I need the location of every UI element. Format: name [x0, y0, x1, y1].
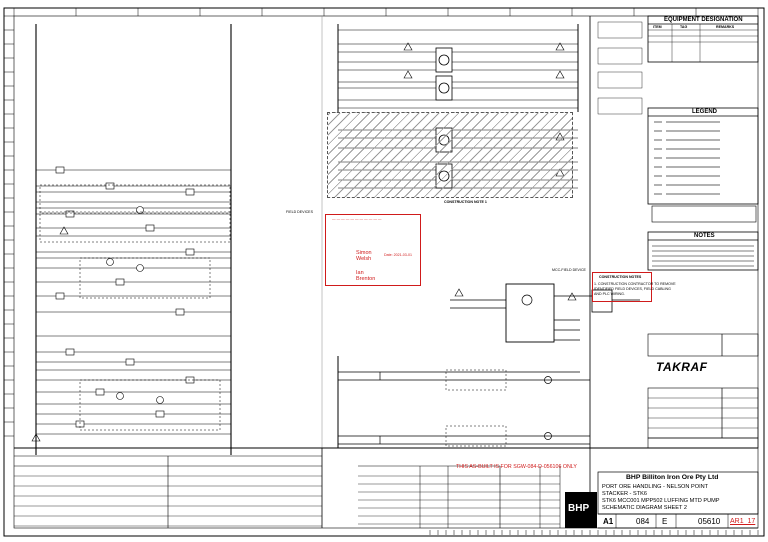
contact-symbol	[185, 248, 195, 256]
warning-triangle	[403, 70, 413, 79]
coil-symbol	[136, 264, 144, 272]
contact-symbol	[105, 182, 115, 190]
contact-symbol	[155, 410, 165, 418]
revision-rows	[14, 475, 322, 527]
coil-symbol	[136, 206, 144, 214]
contact-symbol	[185, 188, 195, 196]
bottom-ruler-ticks	[429, 530, 759, 535]
contact-symbol	[65, 348, 75, 356]
device-note	[597, 71, 643, 89]
warning-triangle	[403, 42, 413, 51]
stamp-name-2: Ian Brenton	[356, 270, 376, 282]
equipment-designation-title: EQUIPMENT DESIGNATION	[664, 17, 743, 23]
left-rungs	[36, 169, 231, 435]
contact-symbol	[65, 210, 75, 218]
contact-symbol	[55, 292, 65, 300]
as-built-notice: THIS AS-BUILT IS FOR SGW-084-D-056106 ON…	[456, 464, 577, 470]
legend-title: LEGEND	[692, 109, 718, 115]
stamp-date: Date: 2021-03-01	[384, 253, 412, 257]
contact-symbol	[125, 358, 135, 366]
drawing-number: 05610	[698, 517, 721, 526]
construction-note-label: CONSTRUCTION NOTE 1	[444, 200, 487, 204]
construction-notes-box: CONSTRUCTION NOTES 1. CONSTRUCTION CONTR…	[592, 272, 676, 302]
construction-hatched-area	[327, 112, 573, 198]
motor-symbol	[438, 82, 450, 94]
signature-rows	[358, 475, 560, 525]
construction-notes-line-2: IDENTIFIED FIELD DEVICES, FIELD CABLING	[594, 287, 671, 291]
company-name: BHP Billiton Iron Ore Pty Ltd	[626, 474, 719, 481]
mcc-field-label: MCC-FIELD DEVICE	[552, 268, 586, 272]
company-line-4: SCHEMATIC DIAGRAM SHEET 2	[602, 505, 687, 511]
coil-symbol	[116, 392, 124, 400]
contact-symbol	[175, 308, 185, 316]
construction-notes-line-1: 1. CONSTRUCTION CONTRACTOR TO REMOVE	[594, 282, 676, 286]
device-note	[597, 47, 643, 65]
stamp-header: — — — — — — — — — — —	[332, 217, 382, 221]
contact-symbol	[115, 278, 125, 286]
device-note	[597, 21, 643, 39]
field-devices-label: FIELD DEVICES	[286, 210, 313, 214]
device-list	[597, 21, 643, 115]
coil-symbol	[106, 258, 114, 266]
takraf-logo: TAKRAF	[656, 360, 708, 374]
drawing-revision: AR1_17	[730, 518, 756, 525]
equipment-header-item: ITEM	[653, 25, 662, 29]
contact-symbol	[95, 388, 105, 396]
company-line-3: STK6 MCC001 MPP502 LUFFING MTD PUMP	[602, 498, 720, 504]
company-line-1: PORT ORE HANDLING - NELSON POINT	[602, 484, 709, 490]
contact-symbol	[55, 166, 65, 174]
construction-notes-line-3: AND PLC WIRING.	[594, 292, 625, 296]
stamp-name-1: Simon Welsh	[356, 250, 372, 262]
equipment-header-remarks: REMARKS	[716, 25, 735, 29]
red-review-stamp: — — — — — — — — — — — Simon Welsh Ian Br…	[325, 214, 421, 286]
device-note	[597, 97, 643, 115]
bhp-logo: BHP	[568, 503, 590, 514]
left-devices	[55, 166, 195, 428]
notes-rows	[652, 245, 754, 267]
contact-symbol	[145, 224, 155, 232]
construction-notes-title: CONSTRUCTION NOTES	[599, 275, 642, 279]
side-ruler-ticks	[4, 15, 14, 437]
warning-triangle	[555, 70, 565, 79]
drawing-size: A1	[603, 517, 614, 526]
equipment-header-tag: TAG	[680, 25, 688, 29]
notes-title: NOTES	[694, 233, 715, 239]
drawing-type: E	[662, 517, 668, 526]
motor-symbol	[438, 54, 450, 66]
drawing-area: 084	[636, 517, 650, 526]
company-line-2: STACKER - STK6	[602, 491, 647, 497]
warning-triangle	[555, 42, 565, 51]
legend-rows	[654, 121, 720, 195]
top-ruler-ticks	[13, 8, 759, 16]
coil-symbol	[156, 396, 164, 404]
